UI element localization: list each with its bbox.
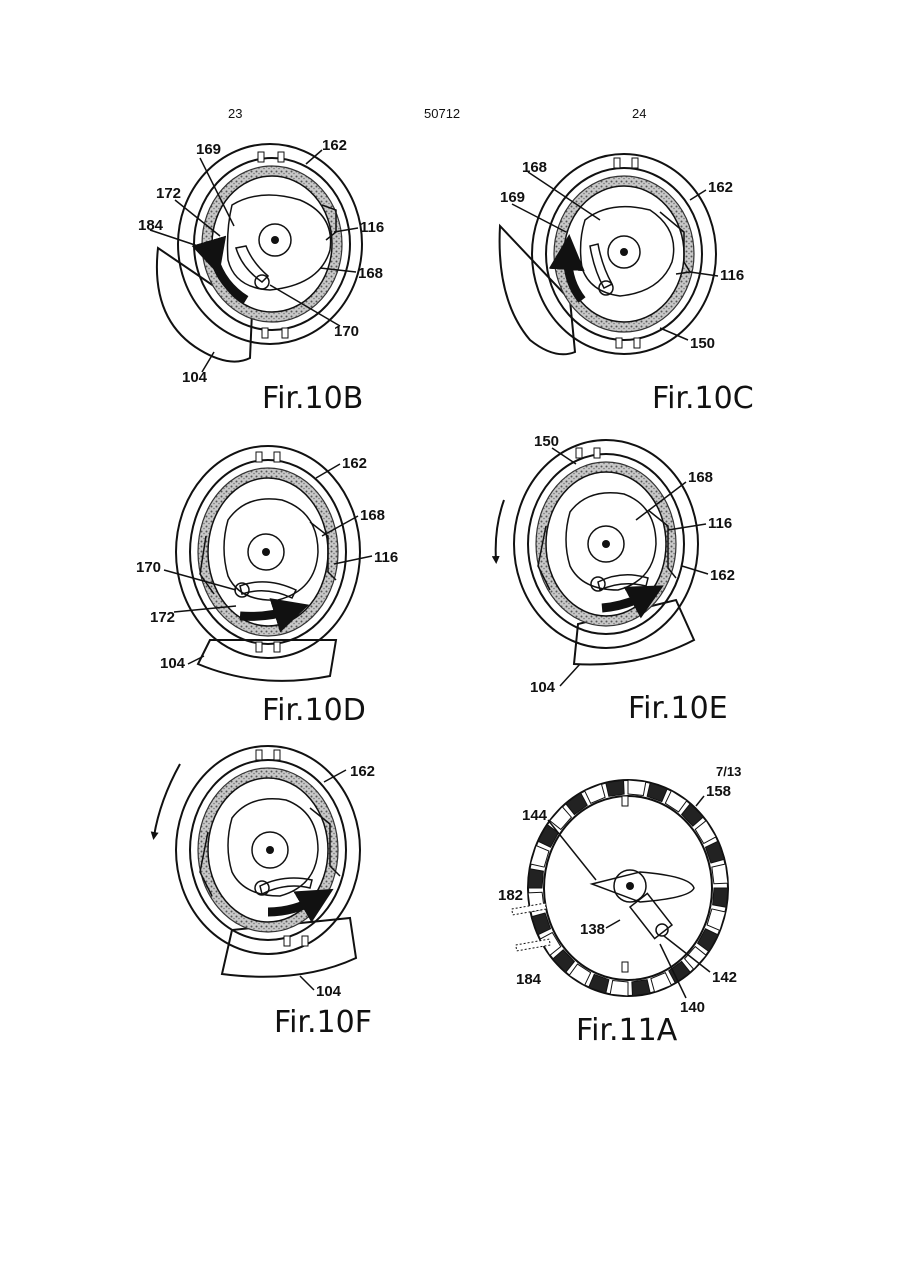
direction-arrow [154, 764, 180, 836]
label-182: 182 [498, 887, 523, 904]
label-158: 158 [706, 783, 731, 800]
encoder-segment [628, 780, 646, 796]
caption-fig-11A: Fir.11A [576, 1013, 678, 1048]
label-116: 116 [360, 219, 384, 236]
figure-10D: 162 168 116 170 172 104 Fir.10D [136, 446, 398, 728]
label-170: 170 [334, 323, 359, 340]
label-170: 170 [136, 559, 161, 576]
figure-10F: 162 104 Fir.10F [154, 746, 375, 1040]
encoder-segment [669, 961, 691, 983]
label-104: 104 [182, 369, 208, 386]
label-144: 144 [522, 807, 548, 824]
encoder-segment [712, 864, 728, 884]
encoder-segment [695, 821, 716, 844]
caption-fig-10E: Fir.10E [628, 691, 728, 726]
label-162: 162 [708, 179, 733, 196]
encoder-segment [566, 793, 588, 815]
housing-104 [198, 640, 336, 681]
caption-fig-10C: Fir.10C [652, 381, 754, 416]
label-104: 104 [316, 983, 342, 1000]
label-184: 184 [516, 971, 542, 988]
figure-11A: 7/13 158 144 182 138 184 142 140 Fir.11A [498, 764, 741, 1048]
label-142: 142 [712, 969, 737, 986]
label-138: 138 [580, 921, 605, 938]
encoder-segment [682, 804, 704, 827]
encoder-segment [665, 791, 686, 812]
encoder-segment [632, 980, 650, 996]
encoder-segment [553, 950, 575, 973]
label-172: 172 [156, 185, 181, 202]
label-168: 168 [358, 265, 383, 282]
label-184: 184 [138, 217, 164, 234]
label-162: 162 [350, 763, 375, 780]
label-116: 116 [708, 515, 732, 532]
label-140: 140 [680, 999, 705, 1016]
label-104: 104 [160, 655, 186, 672]
encoder-segment [528, 869, 543, 888]
label-116: 116 [374, 549, 398, 566]
encoder-segment [606, 780, 624, 796]
label-162: 162 [710, 567, 735, 584]
label-104: 104 [530, 679, 556, 696]
label-168: 168 [688, 469, 713, 486]
label-150: 150 [534, 433, 559, 450]
sheet-number: 7/13 [716, 764, 741, 779]
encoder-segment [713, 888, 728, 907]
label-162: 162 [342, 455, 367, 472]
label-116: 116 [720, 267, 744, 284]
label-169: 169 [500, 189, 525, 206]
label-162: 162 [322, 137, 347, 154]
label-172: 172 [150, 609, 175, 626]
label-169: 169 [196, 141, 221, 158]
figure-10E: 150 168 116 162 104 Fir.10E [496, 433, 735, 726]
label-168: 168 [522, 159, 547, 176]
label-150: 150 [690, 335, 715, 352]
caption-fig-10D: Fir.10D [262, 693, 366, 728]
caption-fig-10B: Fir.10B [262, 381, 363, 416]
direction-arrow [496, 500, 504, 560]
figure-10C: 168 169 162 116 150 Fir.10C [500, 154, 754, 416]
figure-10B: 169 162 172 184 116 168 170 104 Fir.10B [138, 137, 384, 416]
caption-fig-10F: Fir.10F [274, 1005, 372, 1040]
encoder-segment [569, 964, 590, 985]
encoder-segment [610, 980, 628, 996]
label-168: 168 [360, 507, 385, 524]
